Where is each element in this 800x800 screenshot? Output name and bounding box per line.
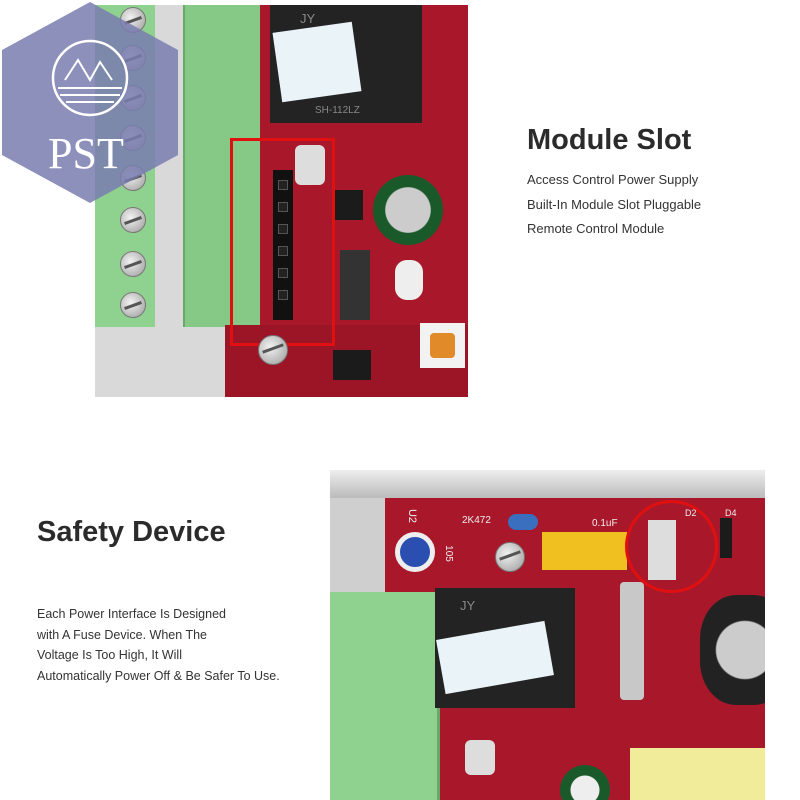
capacitor-large — [373, 175, 443, 245]
safety-device-photo: JY U2 2K472 105 0.1uF D2 D4 — [330, 470, 765, 800]
mount-screw — [495, 542, 525, 572]
safety-device-description: Each Power Interface Is Designed with A … — [37, 604, 280, 686]
relay-brand: JY — [300, 11, 316, 26]
terminal-block-side — [183, 5, 263, 327]
yellow-capacitor — [542, 532, 627, 570]
screw — [120, 292, 146, 318]
capacitor-large — [700, 595, 765, 705]
potentiometer — [395, 532, 435, 572]
capacitor-small — [295, 145, 325, 185]
logo-text: PST — [48, 129, 124, 178]
relay-model: SH-112LZ — [315, 105, 360, 116]
relay-sticker — [272, 21, 362, 103]
desc-line: Voltage Is Too High, It Will — [37, 648, 182, 662]
heatsink — [620, 582, 644, 700]
pst-logo: PST — [0, 0, 180, 205]
terminal-block — [330, 592, 440, 800]
mount-screw — [258, 335, 288, 365]
case-edge — [330, 470, 765, 498]
desc-line: Remote Control Module — [527, 221, 665, 236]
desc-line: with A Fuse Device. When The — [37, 627, 207, 642]
label-d4: D4 — [725, 508, 737, 518]
screw — [120, 251, 146, 277]
label-pot: 105 — [442, 545, 454, 562]
module-slot-description: Access Control Power Supply Built-In Mod… — [527, 168, 701, 242]
fuse-highlight-circle — [625, 500, 718, 593]
capacitor-small — [465, 740, 495, 775]
led — [395, 260, 423, 300]
label-d2: D2 — [685, 508, 697, 518]
desc-line: Access Control Power Supply — [527, 172, 699, 187]
label-cap: 0.1uF — [592, 518, 618, 529]
screw — [120, 207, 146, 233]
module-slot-title: Module Slot — [527, 124, 692, 156]
label-u2: U2 — [406, 508, 419, 524]
desc-line: Automatically Power Off & Be Safer To Us… — [37, 668, 280, 683]
diode — [720, 518, 732, 558]
trimmer — [420, 323, 465, 368]
label-r-code: 2K472 — [462, 515, 491, 526]
desc-line: Each Power Interface Is Designed — [37, 607, 226, 621]
transformer — [630, 748, 765, 800]
relay-brand: JY — [460, 598, 476, 613]
logo-hexagon-icon — [2, 2, 178, 203]
safety-device-title: Safety Device — [37, 516, 226, 548]
capacitor-green — [560, 765, 610, 800]
blue-capacitor — [508, 514, 538, 530]
ic-chip — [333, 350, 371, 380]
ic-chip — [335, 190, 363, 220]
desc-line: Built-In Module Slot Pluggable — [527, 196, 702, 212]
